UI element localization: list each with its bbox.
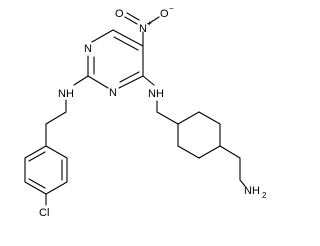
bond-ph-3-double	[28, 178, 46, 189]
bond-lines	[24, 12, 246, 206]
bond-c6-n1	[91, 29, 114, 43]
bond-cy-2	[198, 111, 221, 125]
charge-plus: +	[147, 19, 152, 28]
bond-nh2-stub	[239, 179, 246, 187]
atom-oxygen-right: O	[160, 8, 169, 20]
bond-cy-5	[177, 145, 200, 159]
bond-ph-1-double	[28, 151, 46, 162]
atom-ring-nitrogen-bottom: N	[109, 87, 117, 99]
chemical-structure: O N + O − N N NH NH Cl NH 2	[24, 4, 267, 219]
atom-chlorine: Cl	[39, 207, 49, 219]
atom-nh-left: NH	[58, 88, 74, 100]
atom-amine-nitrogen: NH	[244, 185, 260, 197]
molecule-drawing: O N + O − N N NH NH Cl NH 2	[24, 4, 267, 219]
atom-labels: O N + O − N N NH NH Cl NH 2	[39, 4, 267, 219]
bond-c5-c6	[112, 29, 144, 47]
bond-no-left-double	[126, 12, 140, 21]
bond-cy-4	[198, 145, 221, 159]
bond-ph-3	[24, 181, 47, 195]
bond-cy-ch2	[219, 145, 241, 159]
bond-ph-1	[24, 145, 47, 159]
atom-amine-subscript: 2	[262, 191, 267, 200]
bond-no-left	[124, 16, 138, 25]
bond-c4-nh-right	[142, 75, 155, 86]
bond-c2-n3	[87, 75, 109, 89]
bond-ch2-ch2	[45, 111, 67, 125]
atom-nh-right: NH	[148, 88, 164, 100]
bond-c5-c6-double	[113, 36, 139, 51]
atom-nitro-nitrogen: N	[139, 23, 147, 35]
charge-minus: −	[169, 4, 174, 13]
bond-ph-4	[45, 181, 68, 195]
bond-ph-6	[45, 145, 68, 159]
bond-no-right	[147, 16, 160, 25]
bond-ch2-cyclohexane	[156, 111, 179, 125]
atom-ring-nitrogen-top: N	[84, 43, 92, 55]
atom-oxygen-left: O	[115, 8, 124, 20]
bond-n3-c4-double	[119, 71, 140, 83]
bond-c2-nh-left	[73, 75, 89, 86]
bond-cy-1	[177, 111, 200, 125]
bond-n3-c4	[118, 75, 144, 89]
